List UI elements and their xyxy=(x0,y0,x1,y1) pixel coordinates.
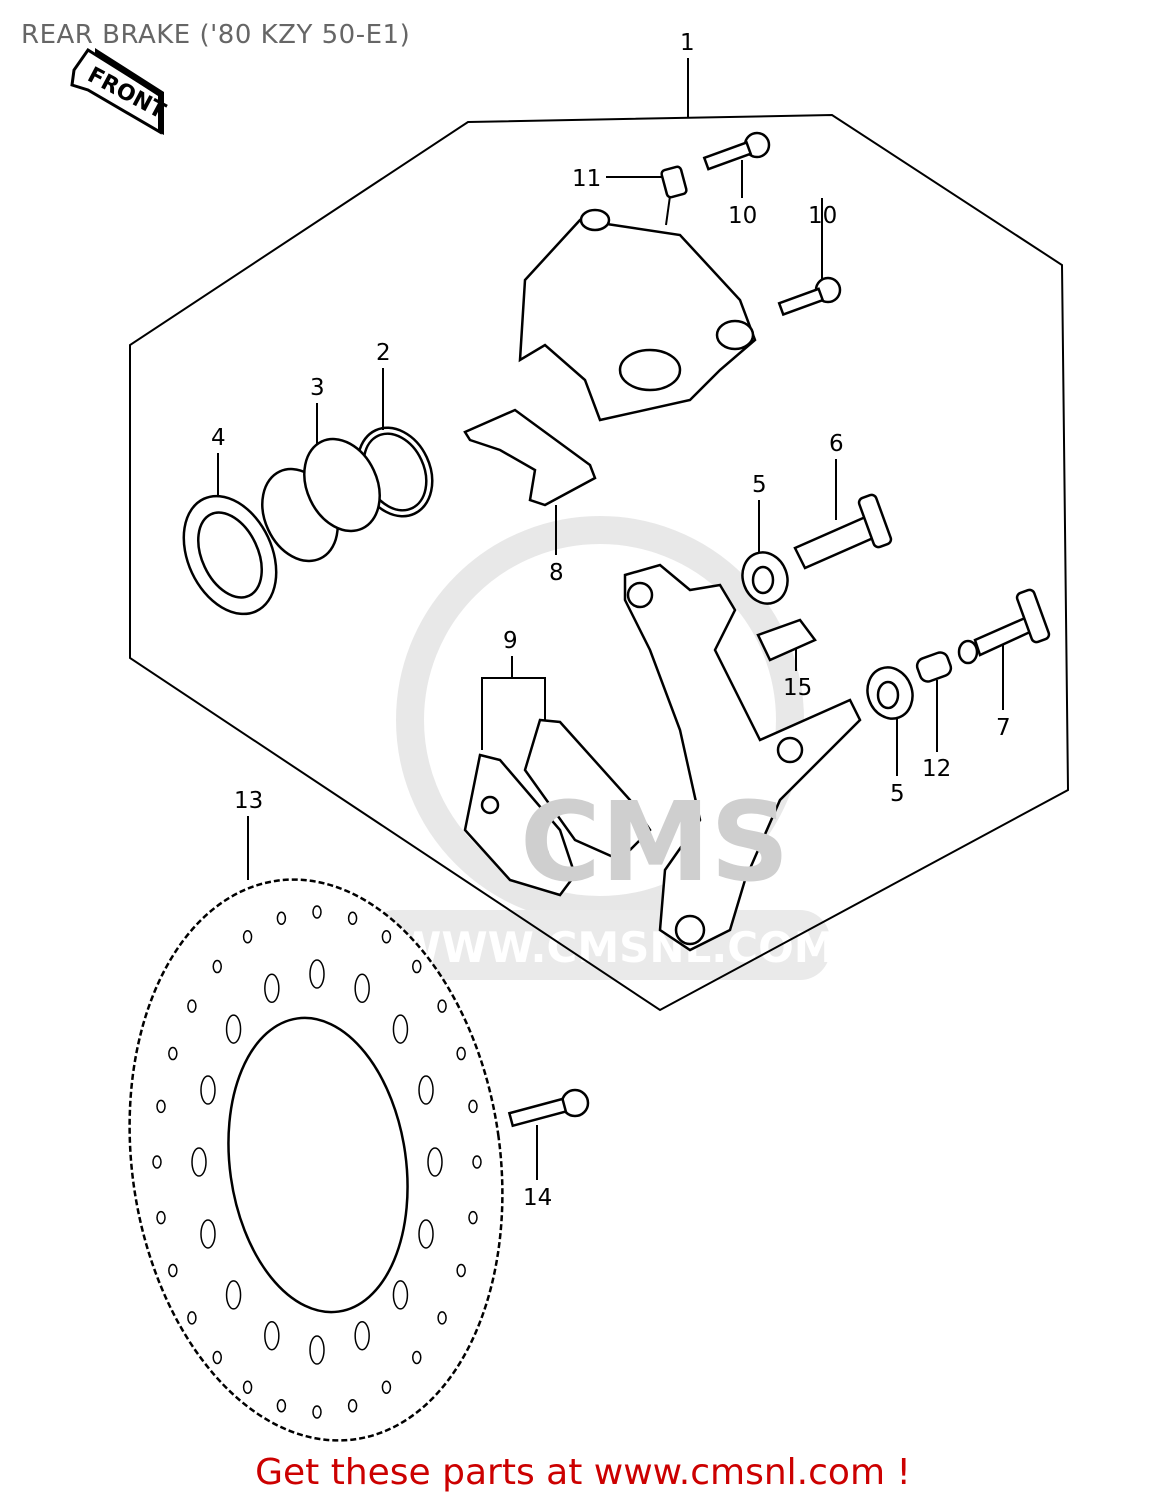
pad-spring xyxy=(463,408,597,507)
disc-hole xyxy=(156,1099,166,1114)
pad-retainer xyxy=(756,618,817,662)
disc-hole xyxy=(242,1380,253,1394)
disc-hole xyxy=(381,1380,392,1394)
bleeder-valve xyxy=(660,165,688,226)
disc-hole xyxy=(437,1311,447,1325)
bolt-10a xyxy=(702,131,771,171)
pin-6 xyxy=(793,493,893,570)
disc-hole xyxy=(312,1405,322,1419)
disc-hole xyxy=(212,1350,222,1365)
disc-hole xyxy=(392,1280,409,1310)
pin-7 xyxy=(957,588,1051,665)
callout-13: 13 xyxy=(234,788,263,814)
disc-hole xyxy=(392,1014,409,1044)
svg-text:WWW.CMSNL.COM: WWW.CMSNL.COM xyxy=(395,923,836,972)
disc-hole xyxy=(264,973,280,1004)
disc-hole xyxy=(381,930,392,944)
callout-5: 5 xyxy=(890,781,905,807)
callout-9: 9 xyxy=(503,628,518,654)
disc-hole xyxy=(187,999,197,1013)
disc-hole xyxy=(347,911,358,926)
callout-labels: 1 11 10 10 2 3 4 6 5 8 9 15 7 12 5 13 14 xyxy=(211,30,1011,1211)
disc-hole xyxy=(468,1210,478,1225)
disc-hole xyxy=(168,1046,178,1061)
callout-8: 8 xyxy=(549,560,564,586)
callout-7: 7 xyxy=(996,715,1011,741)
disc-hole xyxy=(191,1147,207,1177)
callout-10: 10 xyxy=(808,203,837,229)
caliper-body xyxy=(518,208,757,422)
assembly-outline xyxy=(129,113,1070,1012)
disc-bolt xyxy=(507,1088,590,1128)
disc-hole xyxy=(200,1075,216,1105)
disc-hole xyxy=(412,1350,422,1365)
disc-hole xyxy=(456,1263,466,1278)
disc-hole xyxy=(427,1147,443,1177)
brake-disc xyxy=(128,878,504,1442)
footer-link[interactable]: Get these parts at www.cmsnl.com ! xyxy=(255,1452,911,1493)
disc-hole xyxy=(168,1263,178,1278)
disc-hole xyxy=(309,959,325,989)
disc-hole xyxy=(242,930,253,944)
caliper-holder xyxy=(623,563,862,952)
boot-5a xyxy=(741,551,789,605)
disc-hole xyxy=(156,1210,166,1225)
disc-hole xyxy=(187,1311,197,1325)
disc-hole xyxy=(347,1398,358,1413)
brake-pads xyxy=(463,718,652,897)
disc-hole xyxy=(264,1320,280,1351)
sleeve-12 xyxy=(915,651,953,683)
disc-hole xyxy=(437,999,447,1013)
disc-hole xyxy=(412,959,422,974)
watermark-logo: CMS xyxy=(520,778,789,906)
disc-hole xyxy=(312,905,322,919)
disc-hole xyxy=(152,1155,162,1169)
bolt-10b xyxy=(777,276,842,317)
callout-15: 15 xyxy=(783,675,812,701)
disc-hole xyxy=(354,1320,370,1351)
disc-hole xyxy=(472,1155,482,1169)
disc-hole xyxy=(468,1099,478,1114)
callout-11: 11 xyxy=(572,166,601,192)
disc-hole xyxy=(212,959,222,974)
disc-hole xyxy=(225,1280,242,1310)
callout-14: 14 xyxy=(523,1185,552,1211)
disc-holes xyxy=(152,905,482,1419)
callout-3: 3 xyxy=(310,375,325,401)
disc-hole xyxy=(354,973,370,1004)
piston xyxy=(261,437,381,563)
disc-hole xyxy=(200,1219,216,1249)
disc-hole xyxy=(309,1335,325,1365)
front-arrow-icon: FRONT xyxy=(70,47,169,135)
disc-hole xyxy=(276,911,287,926)
callout-4: 4 xyxy=(211,425,226,451)
disc-hole xyxy=(456,1046,466,1061)
callout-5: 5 xyxy=(752,472,767,498)
boot-5b xyxy=(866,666,914,720)
disc-hole xyxy=(418,1219,434,1249)
callout-12: 12 xyxy=(922,756,951,782)
disc-hole xyxy=(225,1014,242,1044)
dust-seal xyxy=(182,494,278,616)
callout-2: 2 xyxy=(376,340,391,366)
callout-1: 1 xyxy=(680,30,695,56)
disc-hole xyxy=(418,1075,434,1105)
callout-10: 10 xyxy=(728,203,757,229)
leader-lines xyxy=(217,58,1004,1180)
callout-6: 6 xyxy=(829,431,844,457)
diagram-title: REAR BRAKE ('80 KZY 50-E1) xyxy=(21,20,411,50)
disc-hole xyxy=(276,1398,287,1413)
